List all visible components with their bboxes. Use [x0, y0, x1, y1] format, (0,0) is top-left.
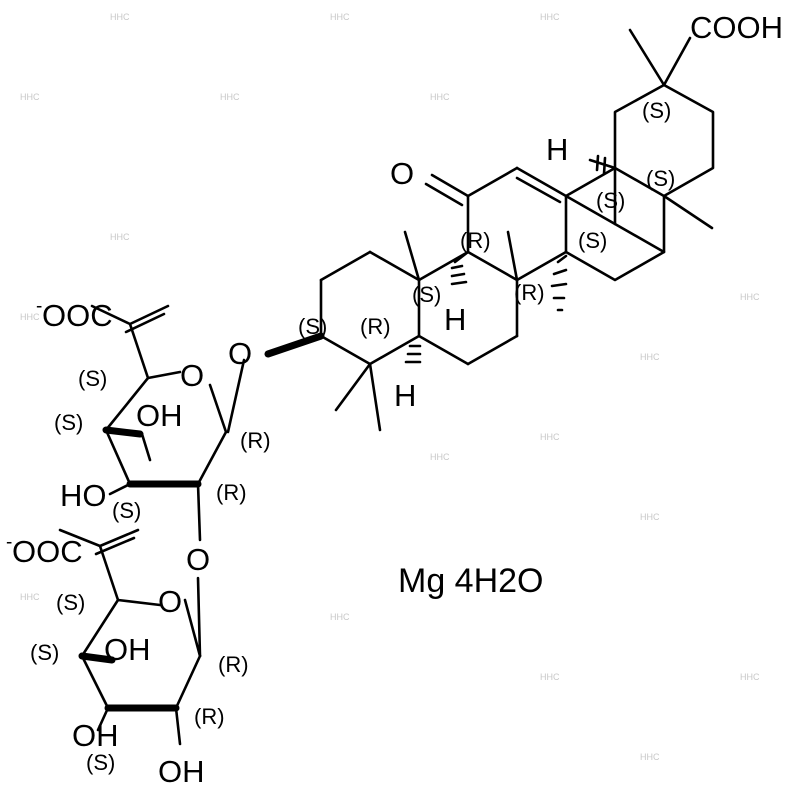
- ring-oxygen-label: O: [180, 358, 204, 393]
- watermark: HHC: [430, 452, 450, 462]
- watermark: HHC: [330, 612, 350, 622]
- watermark: HHC: [640, 752, 660, 762]
- watermark: HHC: [540, 432, 560, 442]
- watermark: HHC: [640, 512, 660, 522]
- hydroxyl-label: OH: [158, 754, 205, 789]
- watermark: HHC: [430, 92, 450, 102]
- stereo-label: (R): [460, 228, 491, 253]
- stereo-label: (S): [56, 590, 85, 615]
- carboxylate-label: OOC: [42, 298, 113, 333]
- watermark: HHC: [540, 12, 560, 22]
- hydroxyl-label: HO: [60, 478, 107, 513]
- stereo-label: (S): [298, 314, 327, 339]
- stereo-label: (S): [86, 750, 115, 775]
- salt-caption: Mg 4H2O: [398, 562, 544, 600]
- watermark: HHC: [20, 92, 40, 102]
- aglycone-bonds: [264, 28, 715, 432]
- hydrogen-label: H: [546, 132, 568, 167]
- watermark: HHC: [740, 672, 760, 682]
- glucuronide-1-labels: O - OOC OH HO O (S) (S) (S) (R) (R): [36, 296, 271, 577]
- stereo-label: (S): [78, 366, 107, 391]
- stereo-label: (S): [30, 640, 59, 665]
- cooh-label: COOH: [690, 10, 783, 45]
- glucuronide-2-labels: O - OOC OH OH OH (S) (S) (S) (R) (R): [6, 532, 249, 789]
- watermark: HHC: [20, 592, 40, 602]
- stereo-label: (R): [514, 280, 545, 305]
- stereo-label: (S): [596, 188, 625, 213]
- watermark: HHC: [740, 292, 760, 302]
- watermark: HHC: [20, 312, 40, 322]
- glycosidic-oxygen-label: O: [228, 336, 252, 371]
- watermark-layer: HHC HHC HHC HHC HHC HHC HHC HHC HHC HHC …: [20, 12, 760, 762]
- hydroxyl-label: OH: [72, 718, 119, 753]
- watermark: HHC: [330, 12, 350, 22]
- stereo-label: (S): [112, 498, 141, 523]
- stereo-label: (R): [240, 428, 271, 453]
- hydrogen-label: H: [444, 302, 466, 337]
- glucuronide-2-bonds: [58, 528, 202, 746]
- charge-label: -: [36, 296, 42, 317]
- stereo-label: (S): [578, 228, 607, 253]
- hydrogen-label: H: [394, 378, 416, 413]
- stereo-label: (S): [642, 98, 671, 123]
- watermark: HHC: [110, 232, 130, 242]
- glucuronide-1-bonds: [90, 304, 246, 542]
- stereo-label: (S): [54, 410, 83, 435]
- watermark: HHC: [110, 12, 130, 22]
- hydroxyl-label: OH: [104, 632, 151, 667]
- watermark: HHC: [540, 672, 560, 682]
- stereo-label: (S): [646, 166, 675, 191]
- stereo-label: (S): [412, 282, 441, 307]
- link-oxygen-label: O: [186, 542, 210, 577]
- stereo-label: (R): [194, 704, 225, 729]
- watermark: HHC: [640, 352, 660, 362]
- stereo-label: (R): [216, 480, 247, 505]
- aglycone-labels: COOH O H H H O (S) (S) (S) (S) (R) (R) (…: [228, 10, 783, 413]
- stereo-label: (R): [218, 652, 249, 677]
- stereo-label: (R): [360, 314, 391, 339]
- carboxylate-label: OOC: [12, 534, 83, 569]
- ketone-oxygen-label: O: [390, 156, 414, 191]
- hydroxyl-label: OH: [136, 398, 183, 433]
- ring-oxygen-label: O: [158, 584, 182, 619]
- watermark: HHC: [220, 92, 240, 102]
- charge-label: -: [6, 532, 12, 553]
